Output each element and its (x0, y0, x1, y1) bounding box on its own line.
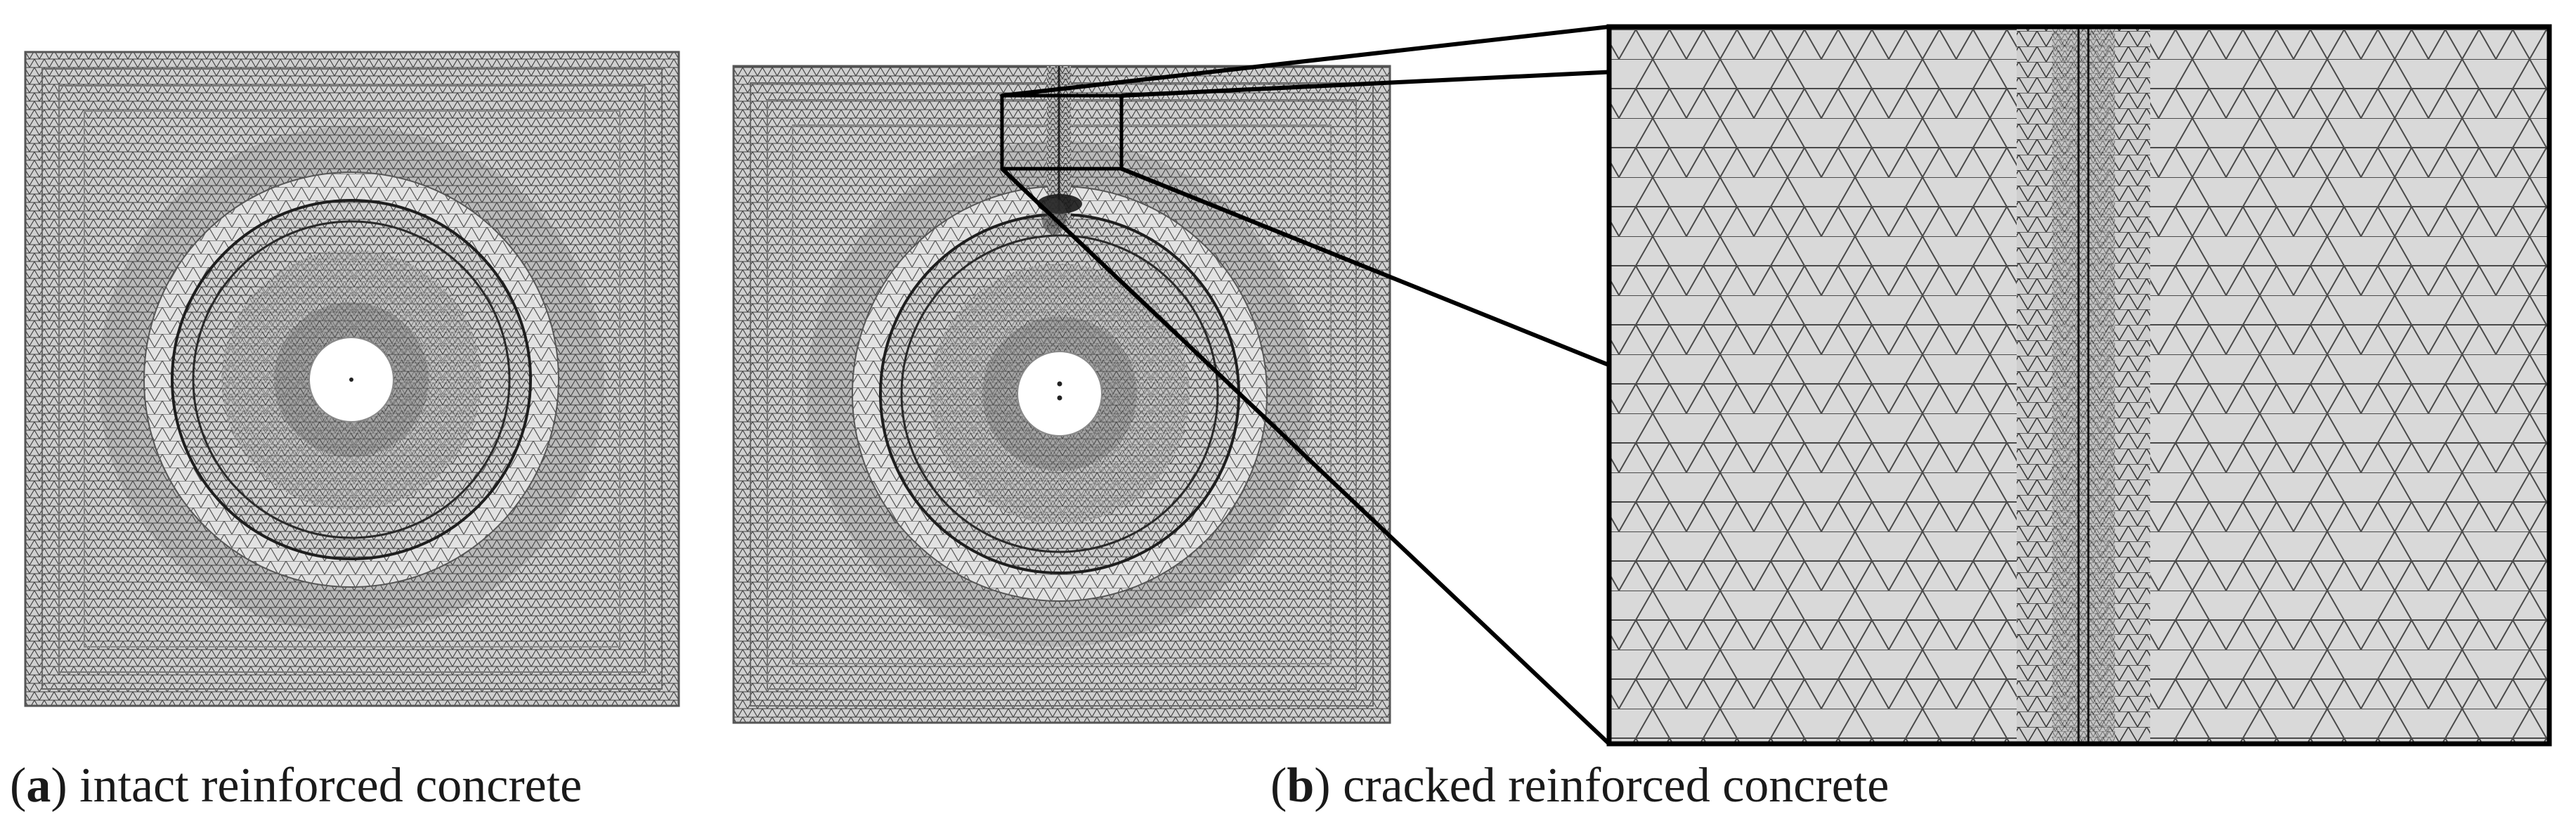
panel-b-cracked-mesh (732, 65, 1391, 724)
caption-a-text: intact reinforced concrete (79, 759, 583, 813)
caption-a: (a) intact reinforced concrete (10, 759, 583, 813)
zoom-selection-box (1000, 94, 1124, 171)
caption-b: (b) cracked reinforced concrete (1270, 759, 1889, 813)
caption-b-text: cracked reinforced concrete (1343, 759, 1889, 813)
caption-a-letter: a (26, 759, 51, 813)
caption-b-letter: b (1287, 759, 1315, 813)
panel-a-intact-mesh (24, 51, 680, 707)
zoomed-crack-panel (1606, 24, 2552, 747)
